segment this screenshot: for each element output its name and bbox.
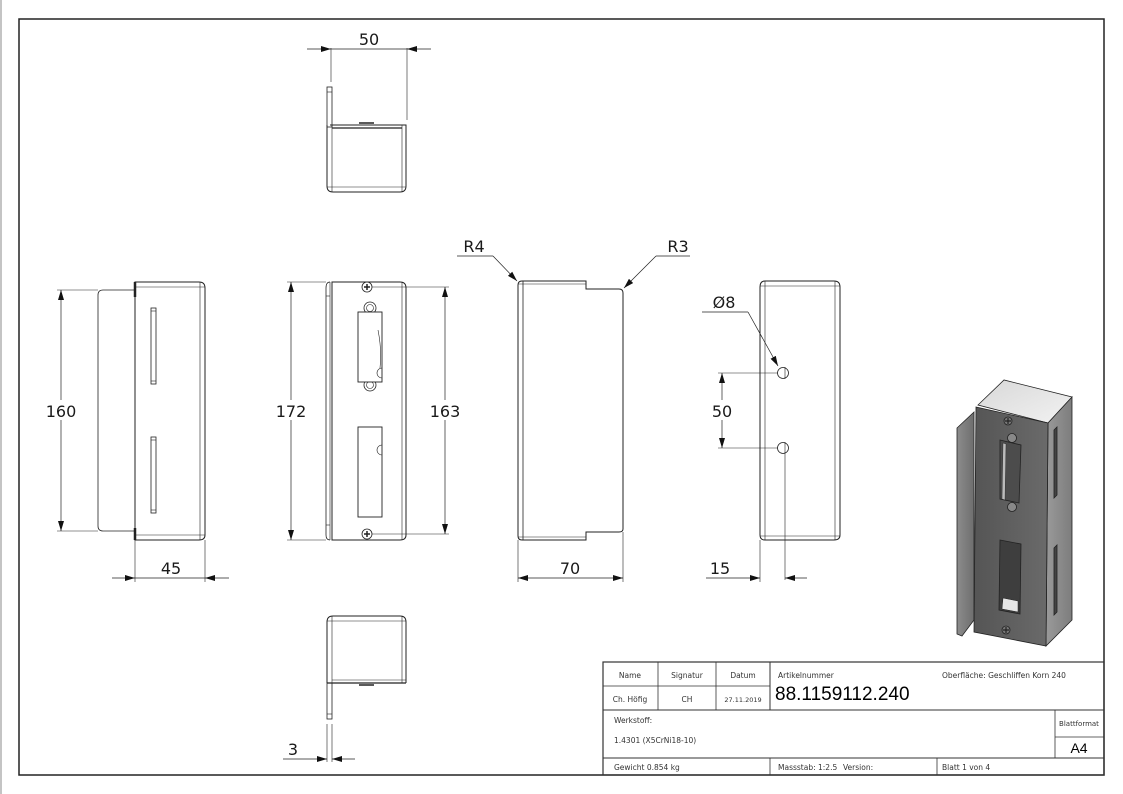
dim-front-hole-spacing: 163 [430, 402, 461, 421]
tb-blattformat-label: Blattformat [1059, 720, 1099, 728]
dim-top-width: 50 [359, 30, 379, 49]
dim-left-width: 45 [161, 559, 181, 578]
dim-bg [274, 400, 308, 420]
rear-view [702, 280, 841, 582]
tb-header-name: Name [619, 671, 642, 680]
tb-name: Ch. Höfig [613, 695, 648, 704]
tb-version: Version: [843, 763, 873, 772]
dim-bg [46, 400, 80, 420]
top-view [307, 46, 431, 193]
tb-datum: 27.11.2019 [724, 696, 761, 704]
dim-left-height: 160 [46, 402, 77, 421]
front-view [287, 281, 449, 541]
dim-thickness: 3 [288, 740, 298, 759]
dim-front-height: 172 [276, 402, 307, 421]
dim-bg [708, 400, 738, 420]
tb-artikelnummer-label: Artikelnummer [778, 671, 835, 680]
bottom-view [283, 615, 407, 762]
dim-bg [428, 400, 462, 420]
tb-werkstoff: 1.4301 (X5CrNi18-10) [614, 736, 696, 745]
tb-header-signatur: Signatur [671, 671, 704, 680]
isometric-view [956, 379, 1073, 647]
tb-header-datum: Datum [730, 671, 755, 680]
tb-oberflaeche: Oberfläche: Geschliffen Korn 240 [942, 671, 1066, 680]
dim-edge-offset: 15 [710, 559, 730, 578]
drawing-frame [18, 18, 1105, 776]
tb-blattformat: A4 [1070, 740, 1087, 756]
dim-rear-hole-spacing: 50 [712, 402, 732, 421]
tb-werkstoff-label: Werkstoff: [614, 716, 652, 725]
dim-depth: 70 [560, 559, 580, 578]
tb-artikelnummer: 88.1159112.240 [775, 684, 910, 705]
tb-signatur: CH [682, 695, 693, 704]
tb-blatt: Blatt 1 von 4 [942, 763, 990, 772]
tb-gewicht: Gewicht 0.854 kg [614, 763, 680, 772]
tb-massstab: Massstab: 1:2.5 [778, 763, 837, 772]
title-block [602, 661, 1105, 776]
dim-radius-left: R4 [463, 237, 484, 256]
right-side-view [457, 255, 690, 582]
dim-hole-diameter: Ø8 [713, 293, 736, 312]
dim-radius-right: R3 [667, 237, 688, 256]
left-side-view [57, 281, 229, 582]
